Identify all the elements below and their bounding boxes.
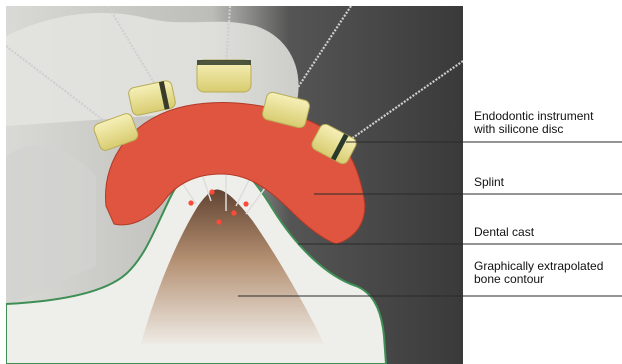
silicone-disc [197, 60, 251, 92]
label-endodontic-instrument: Endodontic instrument with silicone disc [474, 110, 593, 136]
label-bone-contour: Graphically extrapolated bone contour [474, 260, 603, 286]
dental-cast-photo [6, 6, 463, 364]
label-line: with silicone disc [474, 123, 593, 136]
label-dental-cast: Dental cast [474, 226, 534, 239]
label-line: bone contour [474, 273, 603, 286]
label-line: Splint [474, 176, 504, 189]
label-line: Dental cast [474, 226, 534, 239]
label-splint: Splint [474, 176, 504, 189]
